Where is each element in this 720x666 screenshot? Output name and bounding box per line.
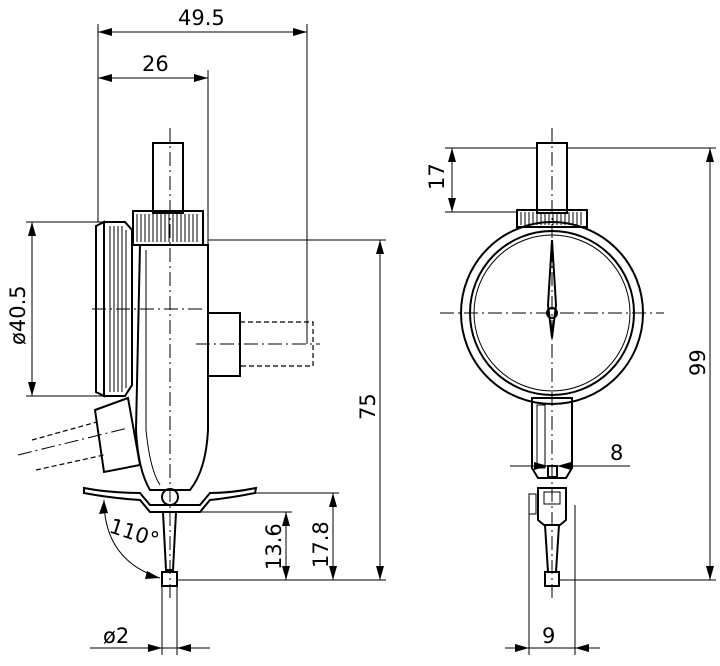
label-75: 75 xyxy=(356,393,380,420)
dim-body-width: 26 xyxy=(98,52,209,245)
dim-overall-width: 49.5 xyxy=(97,6,308,344)
dim-stylus-dia: ø2 xyxy=(90,586,210,655)
label-17-8: 17.8 xyxy=(309,521,333,568)
label-49-5: 49.5 xyxy=(178,6,225,30)
dim-overall-height: 99 xyxy=(559,147,716,581)
front-stylus xyxy=(528,487,567,587)
label-8: 8 xyxy=(610,441,623,465)
side-view: 49.5 26 ø40.5 75 xyxy=(6,6,386,655)
label-26: 26 xyxy=(142,52,169,76)
side-main-body xyxy=(134,244,209,491)
dim-height-13-6: 13.6 xyxy=(176,511,292,580)
label-9: 9 xyxy=(542,624,555,648)
label-99: 99 xyxy=(686,349,710,376)
side-angled-lever xyxy=(17,396,142,474)
dim-height-75: 75 xyxy=(177,239,386,581)
side-stem xyxy=(152,142,184,214)
label-dial-dia: ø40.5 xyxy=(6,285,30,345)
label-angle: 110° xyxy=(106,514,162,552)
front-view: 17 99 8 9 xyxy=(425,128,716,655)
label-13-6: 13.6 xyxy=(262,523,286,570)
label-17: 17 xyxy=(425,163,449,190)
side-knurled-cap xyxy=(132,210,204,246)
dim-dial-diameter: ø40.5 xyxy=(6,221,104,397)
dim-stem-height: 17 xyxy=(425,147,537,213)
dim-height-17-8: 17.8 xyxy=(256,492,339,580)
dim-stylus-front-width: 9 xyxy=(505,505,600,655)
dim-body-front-width: 8 xyxy=(510,441,630,470)
label-stylus-dia: ø2 xyxy=(103,624,129,648)
